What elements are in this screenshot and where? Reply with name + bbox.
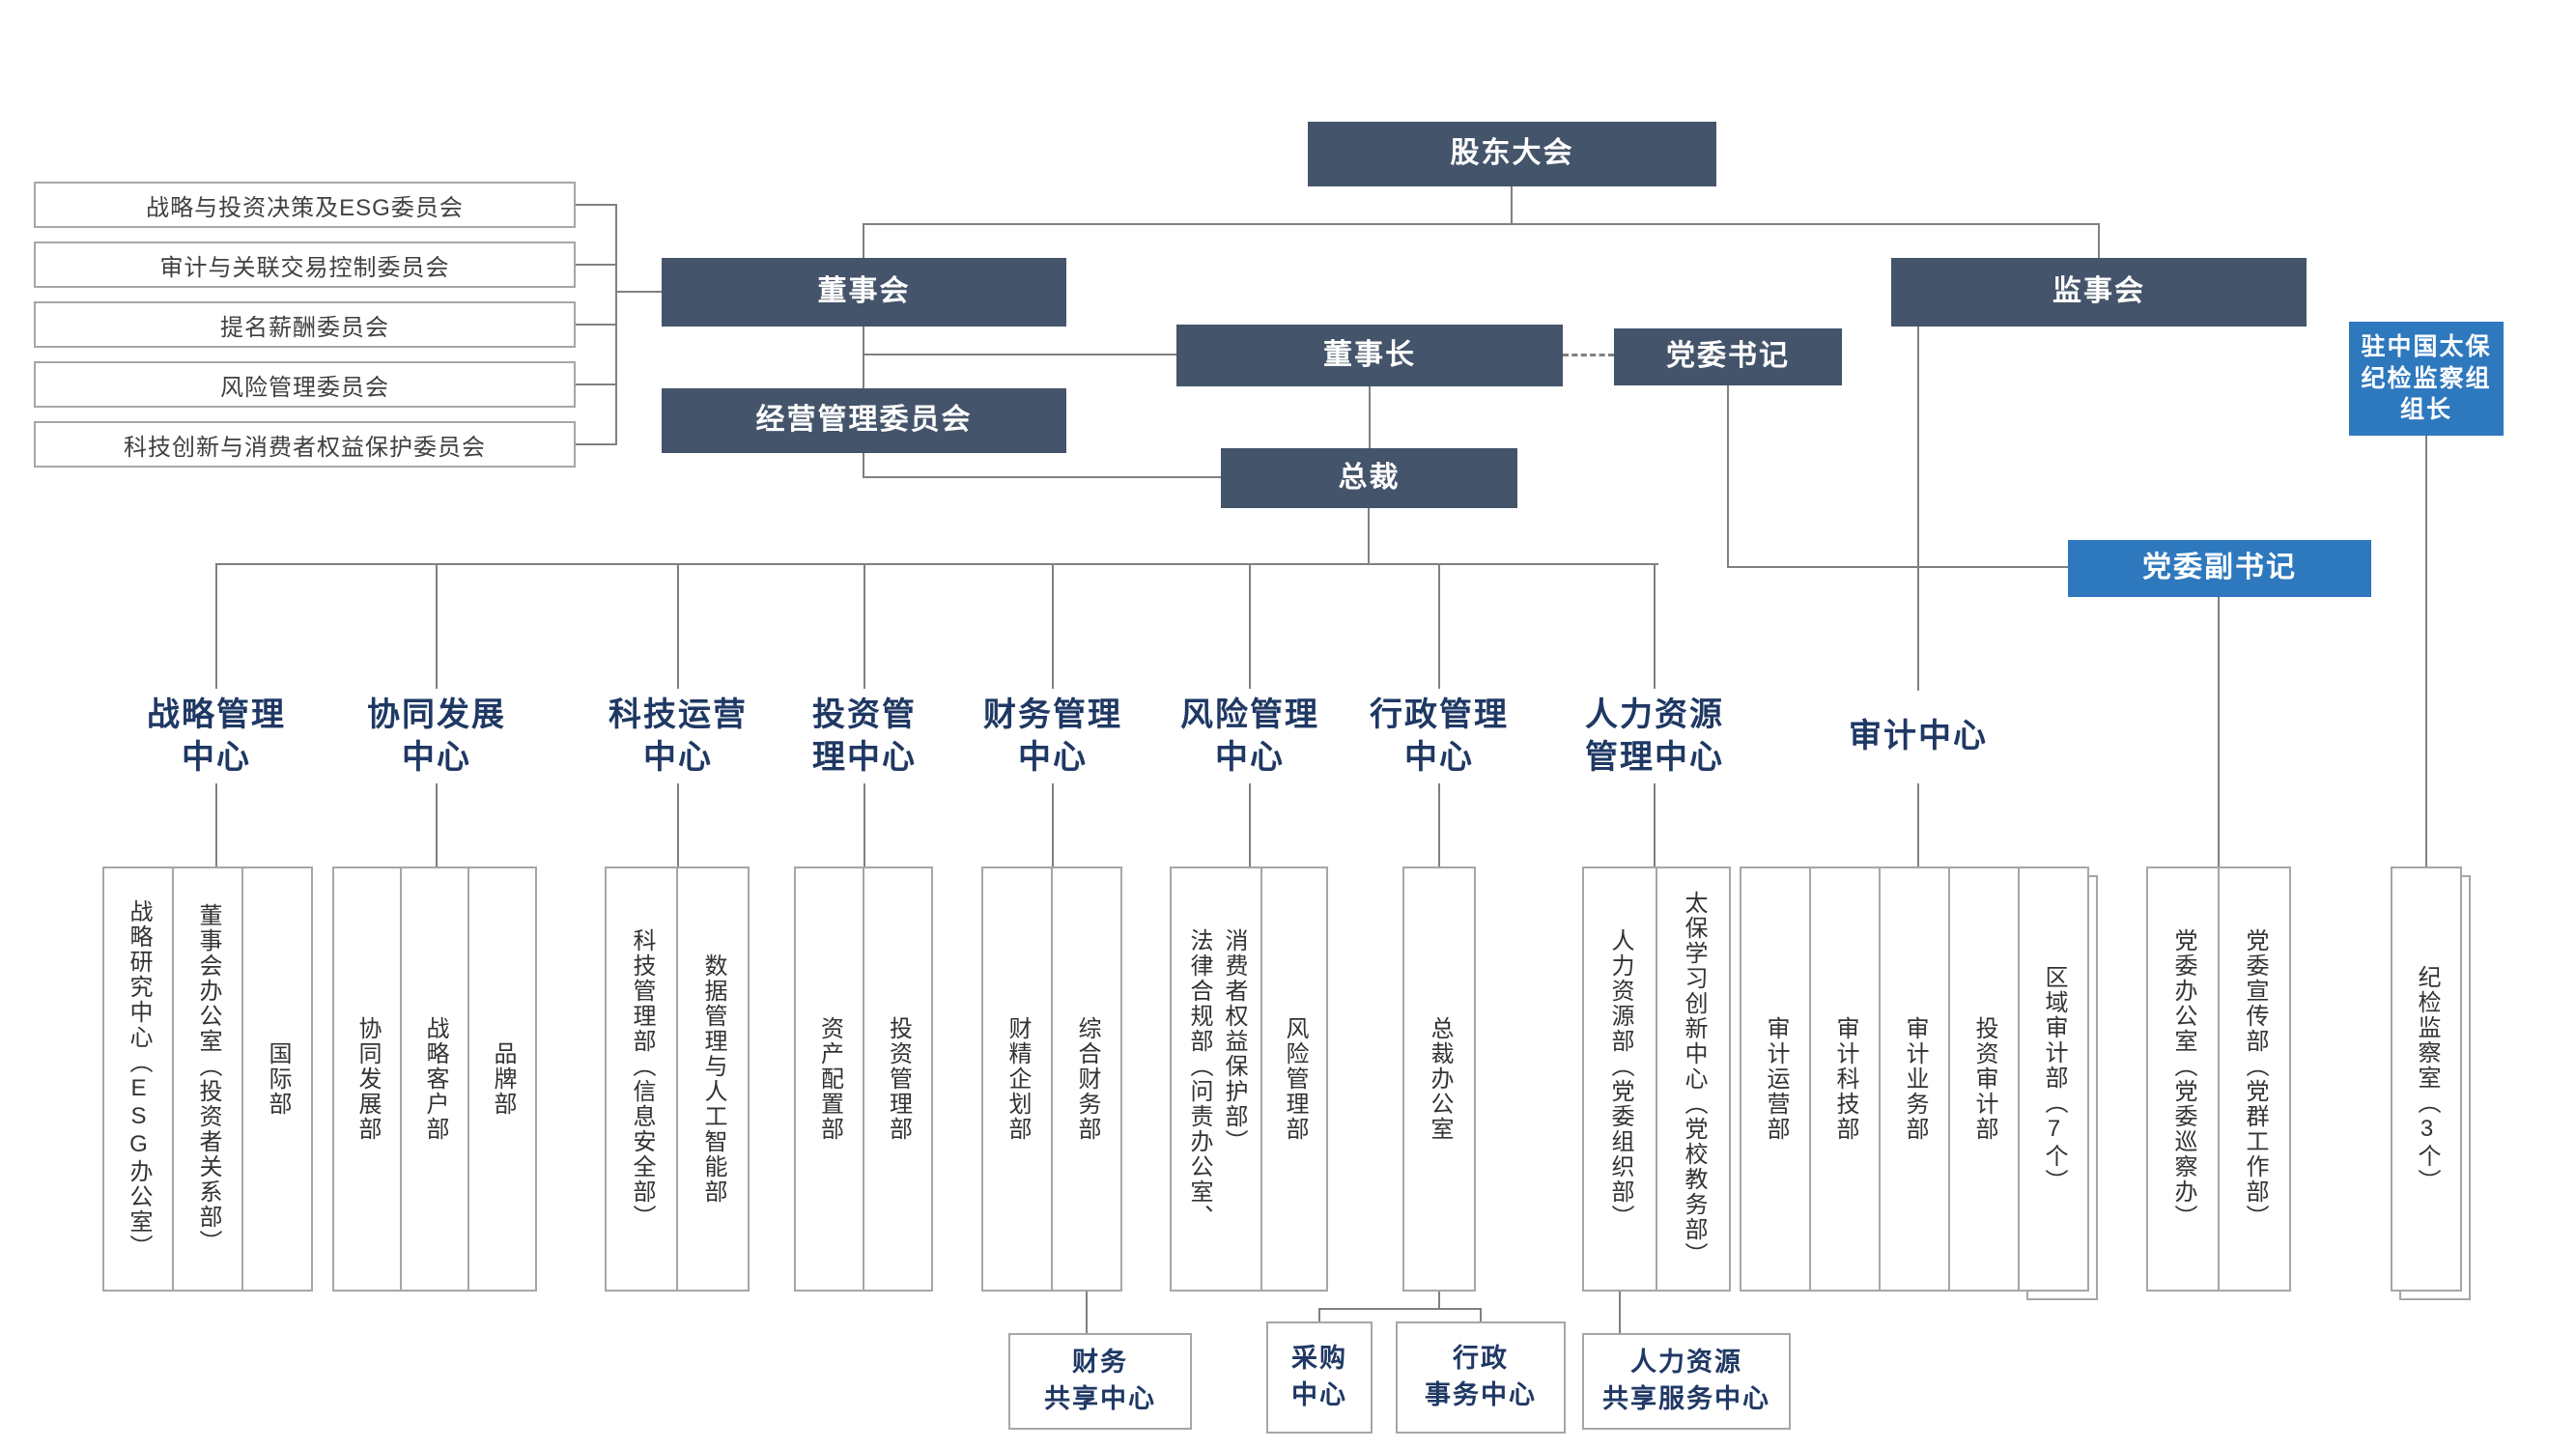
connector-line — [1917, 783, 1919, 867]
connector-line — [1727, 385, 1729, 568]
dept-audit-operations: 审计运营部 — [1740, 867, 1811, 1292]
connector-line — [576, 384, 615, 385]
dept-legal-compliance: 法律合规部（问责办公室、 消费者权益保护部） — [1170, 867, 1262, 1292]
connector-line — [863, 783, 865, 867]
connector-line — [436, 783, 438, 867]
connector-line — [863, 354, 1178, 355]
connector-line — [1917, 327, 1919, 691]
connector-line — [863, 453, 864, 478]
node-shareholders-meeting: 股东大会 — [1308, 122, 1716, 186]
connector-line — [863, 223, 864, 260]
dept-tech-management: 科技管理部（信息安全部） — [605, 867, 678, 1292]
dept-asset-allocation: 资产配置部 — [794, 867, 864, 1292]
center-risk-management: 风险管理 中心 — [1180, 696, 1319, 776]
connector-line — [1654, 783, 1656, 867]
dept-synergy-development: 协同发展部 — [332, 867, 402, 1292]
connector-line — [2218, 597, 2220, 867]
dept-party-office: 党委办公室（党委巡察办） — [2146, 867, 2220, 1292]
dept-brand: 品牌部 — [467, 867, 537, 1292]
dept-risk-management: 风险管理部 — [1260, 867, 1328, 1292]
dept-investment-audit: 投资审计部 — [1948, 867, 2020, 1292]
unit-finance-shared-center: 财务 共享中心 — [1008, 1333, 1192, 1430]
connector-line — [1654, 563, 1656, 689]
connector-line — [863, 327, 864, 390]
center-admin-management: 行政管理 中心 — [1370, 696, 1509, 776]
dept-taibao-learning-center: 太保学习创新中心（党校教务部） — [1656, 867, 1731, 1292]
dashed-connector-line — [1563, 354, 1614, 356]
connector-line — [863, 223, 2100, 225]
connector-line — [436, 563, 438, 689]
connector-line — [576, 324, 615, 326]
connector-line — [576, 204, 615, 206]
center-audit: 审计中心 — [1849, 717, 1988, 754]
center-investment-management: 投资管 理中心 — [812, 696, 917, 776]
connector-line — [1511, 186, 1513, 225]
connector-line — [1052, 563, 1054, 689]
dept-human-resources: 人力资源部（党委组织部） — [1582, 867, 1657, 1292]
dept-discipline-inspection-offices: 纪检监察室（3个） — [2391, 867, 2462, 1292]
center-synergy-development: 协同发展 中心 — [367, 696, 506, 776]
dept-regional-audit: 区域审计部（7个） — [2018, 867, 2089, 1292]
node-deputy-party-secretary: 党委副书记 — [2068, 540, 2371, 597]
node-management-committee: 经营管理委员会 — [662, 388, 1066, 453]
connector-line — [615, 204, 617, 445]
connector-line — [863, 563, 865, 689]
connector-line — [677, 563, 679, 689]
center-finance-management: 财务管理 中心 — [983, 696, 1122, 776]
connector-line — [215, 563, 1658, 565]
node-board-of-directors: 董事会 — [662, 258, 1066, 327]
connector-line — [1369, 386, 1371, 448]
connector-line — [576, 264, 615, 266]
connector-line — [1438, 563, 1440, 689]
committee-strategy-investment-esg: 战略与投资决策及ESG委员会 — [34, 182, 576, 228]
connector-line — [215, 783, 217, 867]
dept-strategy-research: 战略研究中心（ESG办公室） — [102, 867, 174, 1292]
connector-line — [1318, 1308, 1482, 1310]
committee-audit-related-transactions: 审计与关联交易控制委员会 — [34, 242, 576, 288]
connector-line — [576, 443, 615, 445]
connector-line — [1438, 783, 1440, 867]
connector-line — [2098, 223, 2100, 260]
committee-risk-management: 风险管理委员会 — [34, 361, 576, 408]
committee-tech-consumer-protection: 科技创新与消费者权益保护委员会 — [34, 421, 576, 468]
connector-line — [1368, 508, 1370, 565]
connector-line — [1480, 1308, 1482, 1323]
connector-line — [1727, 566, 2070, 568]
dept-investment-management: 投资管理部 — [863, 867, 933, 1292]
dept-audit-business: 审计业务部 — [1879, 867, 1950, 1292]
connector-line — [1052, 783, 1054, 867]
dept-data-ai: 数据管理与人工智能部 — [676, 867, 750, 1292]
connector-line — [677, 783, 679, 867]
unit-procurement-center: 采购 中心 — [1266, 1321, 1373, 1434]
dept-international: 国际部 — [241, 867, 313, 1292]
dept-president-office: 总裁办公室 — [1402, 867, 1476, 1292]
connector-line — [615, 291, 662, 293]
node-president: 总裁 — [1221, 448, 1517, 508]
node-party-secretary: 党委书记 — [1614, 328, 1842, 385]
node-discipline-inspection-head: 驻中国太保 纪检监察组 组长 — [2349, 322, 2504, 436]
connector-line — [1619, 1292, 1621, 1333]
dept-party-publicity: 党委宣传部（党群工作部） — [2218, 867, 2291, 1292]
node-chairman: 董事长 — [1176, 325, 1563, 386]
center-strategy-management: 战略管理 中心 — [147, 696, 286, 776]
unit-hr-shared-service-center: 人力资源 共享服务中心 — [1582, 1333, 1791, 1430]
node-board-of-supervisors: 监事会 — [1891, 258, 2307, 327]
committee-nomination-remuneration: 提名薪酬委员会 — [34, 301, 576, 348]
center-tech-operations: 科技运营 中心 — [609, 696, 748, 776]
connector-line — [1438, 1292, 1440, 1310]
connector-line — [215, 563, 217, 689]
dept-strategic-clients: 战略客户部 — [400, 867, 469, 1292]
connector-line — [1086, 1292, 1088, 1333]
connector-line — [1249, 783, 1251, 867]
unit-admin-affairs-center: 行政 事务中心 — [1396, 1321, 1566, 1434]
dept-general-finance: 综合财务部 — [1051, 867, 1122, 1292]
connector-line — [1249, 563, 1251, 689]
dept-finance-planning: 财精企划部 — [981, 867, 1053, 1292]
connector-line — [1318, 1308, 1320, 1323]
dept-board-office: 董事会办公室（投资者关系部） — [172, 867, 243, 1292]
connector-line — [2425, 436, 2427, 867]
dept-audit-tech: 审计科技部 — [1809, 867, 1881, 1292]
center-hr-management: 人力资源 管理中心 — [1585, 696, 1724, 776]
connector-line — [863, 476, 1223, 478]
